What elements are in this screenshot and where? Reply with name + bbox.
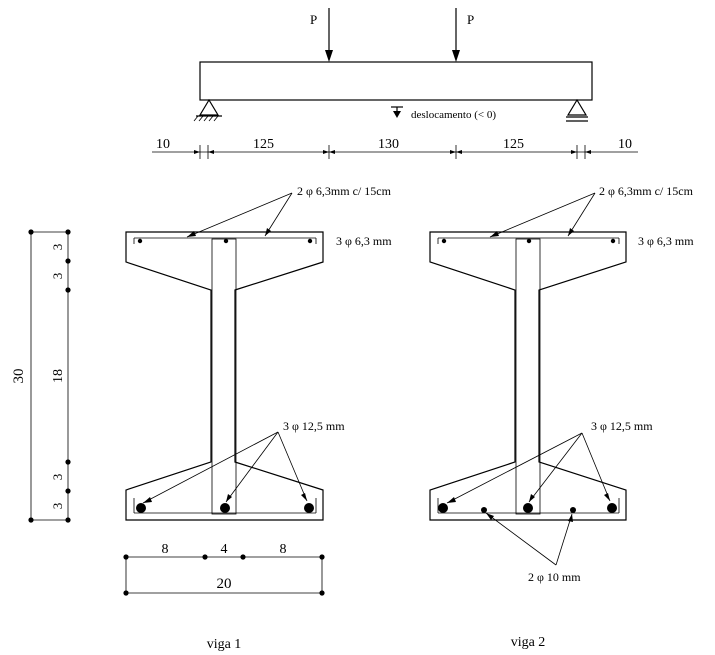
width-total-label: 20	[217, 576, 232, 592]
beam2-extra-bar	[481, 507, 487, 513]
beam1-bottom-bar	[136, 503, 146, 513]
span-dim-1: 10	[156, 137, 170, 152]
beam1-stirrup-leader	[186, 192, 293, 238]
load-scheme: P P deslocamento (< 0)	[152, 8, 638, 159]
beam2-stirrup-leader	[489, 192, 596, 238]
beam1-bottom-bars-label: 3 φ 12,5 mm	[283, 419, 345, 433]
width-part-2: 4	[221, 542, 228, 557]
span-dim-3: 130	[378, 137, 399, 152]
pin-support-icon	[193, 98, 222, 122]
height-seg-3: 18	[51, 369, 66, 383]
span-dimension-line	[152, 145, 638, 159]
span-dim-4: 125	[503, 137, 524, 152]
beam1-bottom-leader	[142, 431, 308, 504]
height-seg-1: 3	[50, 244, 65, 251]
width-part-1: 8	[162, 542, 169, 557]
height-total-label: 30	[11, 369, 27, 384]
beam2-bottom-bar	[523, 503, 533, 513]
span-dim-2: 125	[253, 137, 274, 152]
roller-support-icon	[566, 98, 588, 122]
load-arrow-right	[452, 8, 460, 62]
beam2-top-bar	[610, 238, 616, 244]
beam2-bottom-bar	[438, 503, 448, 513]
beam2-section: 2 φ 6,3mm c/ 15cm 3 φ 6,3 mm 3 φ 12,5 mm…	[429, 184, 694, 584]
beam2-extra-bar	[570, 507, 576, 513]
displacement-arrow-icon	[391, 106, 403, 118]
beam2-bottom-bar	[607, 503, 617, 513]
beam1-top-stirrups-label: 2 φ 6,3mm c/ 15cm	[297, 184, 392, 198]
height-dimensions	[28, 229, 71, 523]
displacement-label: deslocamento (< 0)	[411, 109, 496, 121]
height-seg-4: 3	[50, 474, 65, 481]
beam2-bottom-bars-label: 3 φ 12,5 mm	[591, 419, 653, 433]
beam2-stirrup	[515, 238, 541, 515]
beam1-bottom-bar	[304, 503, 314, 513]
beam2-top-bars-label: 3 φ 6,3 mm	[638, 234, 694, 248]
load-arrow-left	[325, 8, 333, 62]
beam2-top-stirrups-label: 2 φ 6,3mm c/ 15cm	[599, 184, 694, 198]
load-label-right: P	[467, 12, 474, 27]
beam-elevation	[199, 61, 593, 101]
beam2-extra-leader	[485, 512, 573, 566]
beam1-top-bar	[223, 238, 229, 244]
beam1-top-bar	[307, 238, 313, 244]
beam2-extra-bars-label: 2 φ 10 mm	[528, 570, 581, 584]
height-seg-2: 3	[50, 273, 65, 280]
beam1-stirrup	[211, 238, 237, 515]
beam1-bottom-bar	[220, 503, 230, 513]
beam1-caption: viga 1	[207, 637, 242, 652]
beam2-bottom-leader	[446, 432, 611, 504]
beam2-caption: viga 2	[511, 635, 546, 650]
beam2-outline	[429, 231, 627, 521]
width-dimensions	[123, 554, 325, 596]
beam2-top-bar	[526, 238, 532, 244]
beam1-outline	[125, 231, 324, 521]
height-seg-5: 3	[50, 503, 65, 510]
beam1-top-bars-label: 3 φ 6,3 mm	[336, 234, 392, 248]
beam1-top-bar	[137, 238, 143, 244]
load-label-left: P	[310, 12, 317, 27]
beam1-section: 2 φ 6,3mm c/ 15cm 3 φ 6,3 mm 3 φ 12,5 mm	[125, 184, 392, 521]
width-part-3: 8	[280, 542, 287, 557]
span-dim-5: 10	[618, 137, 632, 152]
beam2-top-bar	[441, 238, 447, 244]
